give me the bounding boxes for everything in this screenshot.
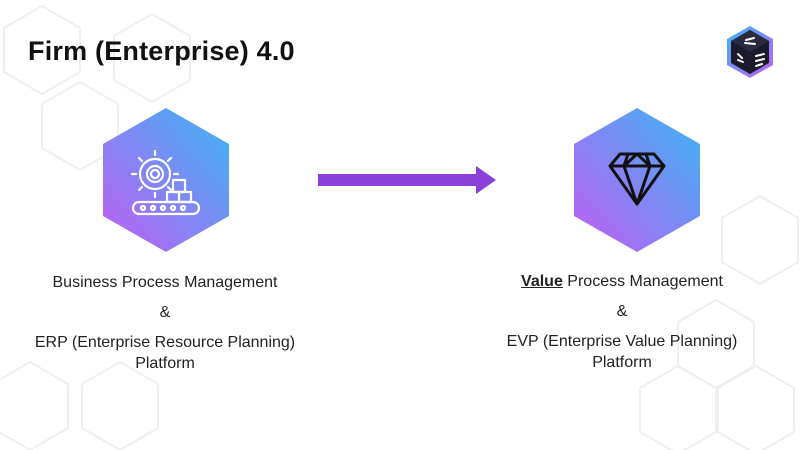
value-hexagon <box>574 108 700 252</box>
gear-conveyor-icon <box>130 149 201 216</box>
process-hexagon <box>103 108 229 252</box>
slide-title: Firm (Enterprise) 4.0 <box>28 36 295 66</box>
bpm-label: Business Process Management <box>52 274 278 291</box>
diamond-icon <box>608 152 666 206</box>
value-emphasis: Value <box>521 273 563 290</box>
vpm-label-rest: Process Management <box>562 273 723 290</box>
erp-label: ERP (Enterprise Resource Planning) <box>34 334 296 351</box>
brand-logo-icon <box>727 26 773 78</box>
transition-arrow <box>318 166 496 194</box>
ampersand-left: & <box>159 304 171 321</box>
ampersand-right: & <box>616 303 628 320</box>
platform-right-label: Platform <box>592 354 652 371</box>
current-state-caption: Business Process Management & ERP (Enter… <box>20 272 310 374</box>
evp-label: EVP (Enterprise Value Planning) <box>506 333 738 350</box>
platform-left-label: Platform <box>135 355 195 372</box>
vpm-label: Value Process Management <box>470 271 774 292</box>
future-state-caption: Value Process Management & EVP (Enterpri… <box>470 271 774 373</box>
